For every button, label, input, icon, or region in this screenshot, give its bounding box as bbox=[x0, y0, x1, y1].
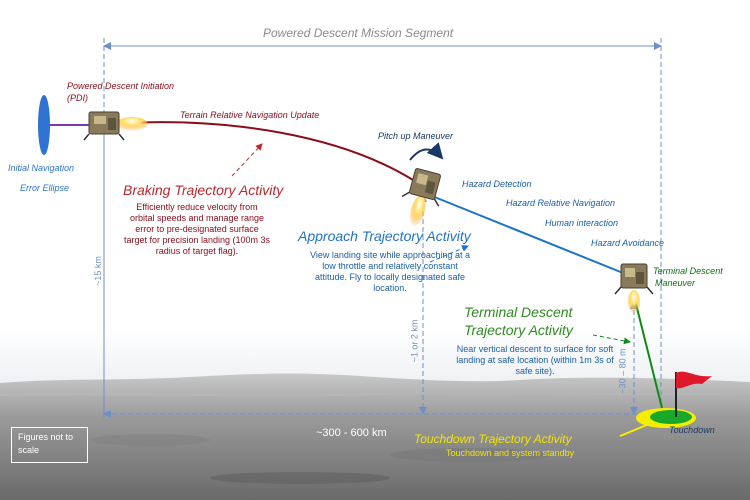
braking-title: Braking Trajectory Activity bbox=[123, 182, 284, 198]
approach-title: Approach Trajectory Activity bbox=[298, 228, 471, 244]
braking-trajectory-path bbox=[124, 121, 414, 181]
crater-shadow bbox=[390, 448, 550, 462]
scale-note: Figures not to scale bbox=[11, 427, 88, 463]
terminal-callout-arrow bbox=[592, 334, 631, 345]
hazard-relative-navigation-label: Hazard Relative Navigation bbox=[506, 198, 616, 208]
pitch-arrow-icon bbox=[409, 142, 444, 161]
terminal-maneuver-label: Terminal Descent bbox=[653, 266, 723, 276]
lander-icon bbox=[614, 263, 654, 314]
touchdown-marker-label: Touchdown bbox=[669, 425, 715, 435]
terminal-desc-3: safe site). bbox=[515, 366, 555, 376]
terminal-title-1: Terminal Descent bbox=[464, 304, 573, 320]
braking-desc-3: error to pre-designated surface bbox=[135, 224, 259, 234]
altitude-terminal-label: ~30 – 80 m bbox=[617, 348, 628, 394]
terminal-desc-2: landing at safe location (within 1m 3s o… bbox=[456, 355, 614, 365]
surface-texture bbox=[0, 391, 750, 397]
scale-note-line2: scale bbox=[18, 444, 40, 455]
braking-desc-5: radius of target flag). bbox=[155, 246, 239, 256]
crater-shadow bbox=[90, 434, 210, 446]
sky-background bbox=[0, 0, 750, 385]
approach-desc-1: View landing site while approaching at a bbox=[310, 250, 470, 260]
braking-callout-arrow bbox=[231, 143, 263, 177]
human-interaction-label: Human interaction bbox=[545, 218, 619, 228]
ellipse-label-line2: Error Ellipse bbox=[20, 183, 70, 193]
range-label: ~300 - 600 km bbox=[316, 427, 387, 439]
hazard-detection-label: Hazard Detection bbox=[462, 179, 532, 189]
terminal-maneuver-label-2: Maneuver bbox=[655, 278, 696, 288]
approach-desc-3: attitude. Fly to locally designated safe bbox=[314, 272, 466, 282]
touchdown-title: Touchdown Trajectory Activity bbox=[414, 432, 572, 446]
braking-desc-4: target for precision landing (100m 3s bbox=[123, 235, 271, 245]
braking-desc-2: orbital speeds and manage range bbox=[129, 213, 265, 223]
terminal-trajectory-path bbox=[633, 295, 663, 409]
crater-shadow bbox=[210, 472, 390, 484]
altitude-pdi-label: ~15 km bbox=[92, 256, 103, 286]
lander-icon bbox=[401, 168, 441, 227]
braking-desc-1: Efficiently reduce velocity from bbox=[136, 202, 258, 212]
hazard-avoidance-label: Hazard Avoidance bbox=[591, 238, 665, 248]
pitch-up-label: Pitch up Maneuver bbox=[378, 131, 454, 141]
altitude-approach-label: ~1 or 2 km bbox=[409, 319, 420, 363]
ellipse-icon bbox=[38, 95, 50, 155]
ellipse-label: Initial Navigation bbox=[8, 163, 75, 173]
flag-icon bbox=[676, 371, 712, 389]
touchdown-desc: Touchdown and system standby bbox=[446, 448, 575, 458]
trn-update-label: Terrain Relative Navigation Update bbox=[180, 110, 320, 120]
approach-desc-2: low throttle and relatively constant bbox=[322, 261, 458, 271]
pdi-label-abbrev: (PDI) bbox=[67, 93, 88, 103]
lander-icon bbox=[83, 111, 148, 141]
segment-title: Powered Descent Mission Segment bbox=[263, 26, 454, 40]
approach-trajectory-path bbox=[431, 195, 629, 276]
scale-note-line1: Figures not to bbox=[18, 432, 74, 442]
lunar-surface bbox=[0, 373, 750, 500]
approach-desc-4: location. bbox=[373, 283, 407, 293]
terminal-title-2: Trajectory Activity bbox=[464, 322, 573, 338]
touchdown-pointer bbox=[619, 421, 655, 437]
touchdown-pad bbox=[650, 410, 692, 424]
pdi-label: Powered Descent Initiation bbox=[67, 81, 175, 91]
terminal-desc-1: Near vertical descent to surface for sof… bbox=[456, 344, 614, 354]
